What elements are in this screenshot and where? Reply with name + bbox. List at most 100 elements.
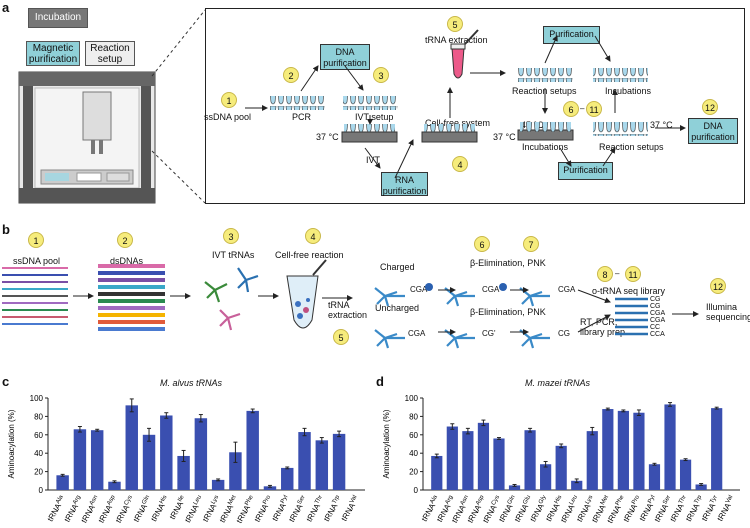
d-ytick-label-1: 20 — [409, 468, 418, 477]
c-ytick-label-1: 20 — [34, 468, 43, 477]
d-ytick-label-4: 80 — [409, 412, 418, 421]
b-step-5-badge: 5 — [333, 329, 349, 345]
panel-a-letter: a — [2, 0, 10, 15]
c-ylabel: Aminoacylation (%) — [7, 409, 16, 478]
panel-b-graphics — [2, 259, 699, 349]
d-bar-his — [555, 445, 567, 490]
c-bar-phe — [246, 410, 259, 490]
c-ytick-label-4: 80 — [34, 412, 43, 421]
c-ytick-label-2: 40 — [34, 449, 43, 458]
b-illumina-label: Illumina sequencing — [706, 302, 750, 322]
b-cellfree-label: Cell-free reaction — [275, 250, 344, 260]
ssdna-pool-label: ssDNA pool — [204, 112, 252, 122]
d-bar-pyl — [648, 464, 661, 490]
d-bar-gly — [540, 464, 552, 490]
b-dsdnas-label: dsDNAs — [110, 256, 144, 266]
c-bar-arg — [73, 429, 87, 490]
d-bar-thr — [679, 459, 692, 490]
step-3-badge: 3 — [373, 67, 389, 83]
d-bar-phe — [617, 410, 629, 490]
step-12-badge: 12 — [702, 99, 718, 115]
c-bar-trp — [332, 433, 346, 490]
temp-37-c-label: 37 °C — [650, 120, 673, 130]
c-bar-pro — [263, 486, 277, 490]
c-bar-ala — [56, 475, 69, 490]
panel-b-letter: b — [2, 222, 10, 237]
d-ylabel: Aminoacylation (%) — [382, 409, 391, 478]
b-ssdna-label: ssDNA pool — [13, 256, 61, 266]
c-bar-thr — [315, 440, 329, 490]
b-uncharged-label: Uncharged — [375, 303, 420, 313]
b-cga-2: CGA — [482, 285, 500, 294]
d-bar-leu — [571, 480, 583, 490]
b-seq-library-label: o-tRNA seq library — [592, 286, 666, 296]
lib-line-6: CCA — [650, 331, 665, 338]
c-xtick-label-his: tRNAHis — [149, 495, 171, 524]
d-bar-tyr — [711, 408, 723, 490]
dna-purification-box: DNA purification — [320, 44, 370, 70]
dash-a: – — [580, 104, 585, 113]
incubation-box: Incubation — [28, 8, 88, 28]
b-cga-uncharged: CGA — [408, 329, 426, 338]
c-bar-asn — [90, 430, 104, 490]
c-xtick-label-val: tRNAVal — [340, 495, 361, 523]
temp-37-b-label: 37 °C — [493, 132, 516, 142]
b-step-6-badge: 6 — [474, 236, 490, 252]
ivt-label: IVT — [366, 155, 381, 165]
zoom-lines — [151, 9, 206, 204]
c-bar-pyl — [281, 467, 294, 490]
d-bar-cys — [493, 438, 505, 490]
b-step-11-badge: 11 — [625, 266, 641, 282]
b-step-3-badge: 3 — [223, 228, 239, 244]
step-6-badge: 6 — [563, 101, 579, 117]
rna-purification-box: RNA purification — [381, 172, 428, 196]
b-cga-1: CGA — [410, 285, 428, 294]
d-bar-asp — [477, 422, 490, 490]
step-4-badge: 4 — [452, 156, 468, 172]
b-step-8-badge: 8 — [597, 266, 613, 282]
d-bar-ser — [664, 404, 676, 490]
c-bar-gln — [142, 434, 156, 490]
dna-purification-final-box: DNA purification — [688, 118, 738, 144]
c-bar-met — [229, 452, 242, 490]
reaction-setups-top-label: Reaction setups — [512, 86, 577, 96]
purification-bottom-box: Purification — [558, 162, 613, 180]
d-bar-pro — [633, 412, 645, 490]
trna-extraction-label: tRNA extraction — [425, 35, 488, 45]
lib-line-1: CG — [650, 296, 661, 303]
c-bar-ile — [177, 455, 190, 490]
c-bar-cys — [125, 405, 138, 490]
magnetic-purification-box: Magnetic purification — [26, 41, 80, 66]
d-ytick-label-3: 60 — [409, 431, 418, 440]
c-bar-ser — [298, 432, 311, 490]
chart-c-title: M. alvus tRNAs — [160, 378, 223, 388]
pcr-label: PCR — [292, 112, 312, 122]
c-bar-asp — [108, 481, 121, 490]
d-bar-arg — [446, 426, 458, 490]
step-5-badge: 5 — [447, 16, 463, 32]
b-trna-extraction-label: tRNA extraction — [328, 300, 368, 320]
b-step-7-badge: 7 — [523, 236, 539, 252]
chart-d-title: M. mazei tRNAs — [525, 378, 591, 388]
b-beta-elim-1-label: β-Elimination, PNK — [470, 258, 546, 268]
b-rt-pcr-label: RT, PCR, library prep. — [580, 317, 628, 337]
d-bar-lys — [586, 431, 598, 490]
b-step-1-badge: 1 — [28, 232, 44, 248]
b-step-4-badge: 4 — [305, 228, 321, 244]
d-bar-met — [602, 409, 614, 490]
d-ytick-label-0: 0 — [414, 486, 419, 495]
liquid-handler-robot — [18, 71, 156, 204]
c-bar-his — [160, 415, 173, 490]
cell-free-system-label: Cell-free system — [425, 118, 491, 128]
d-bar-asn — [462, 431, 474, 490]
reaction-setups-bottom-label: Reaction setups — [599, 142, 664, 152]
ivt-setup-label: IVT setup — [355, 112, 394, 122]
reaction-setup-box: Reaction setup — [85, 41, 135, 66]
d-bar-trp — [695, 484, 707, 490]
workflow-graphics — [245, 29, 686, 179]
temp-37-a-label: 37 °C — [316, 132, 339, 142]
b-step-12-badge: 12 — [710, 278, 726, 294]
b-cg: CG — [558, 329, 570, 338]
incubations-top-label: Incubations — [605, 86, 652, 96]
